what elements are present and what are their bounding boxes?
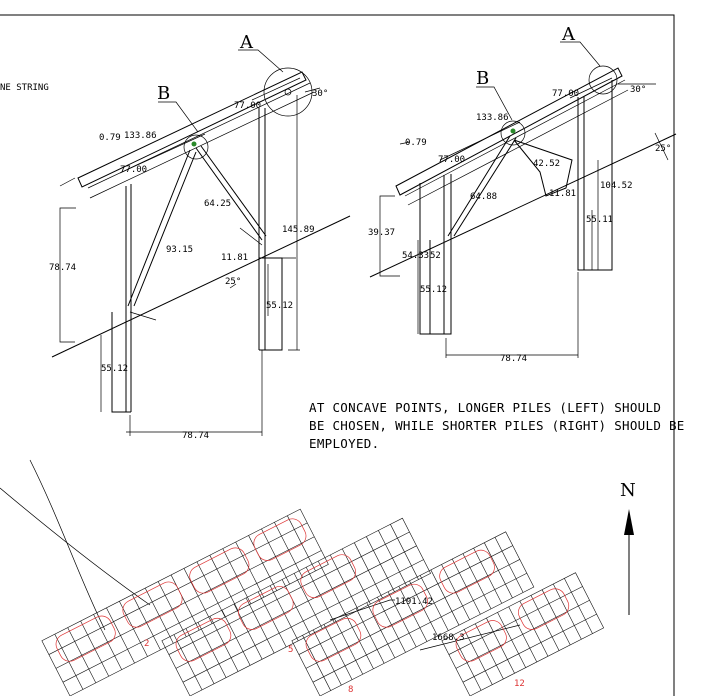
array-label-8: 8 <box>348 685 353 695</box>
array-label-2: 2 <box>144 639 149 649</box>
right-dim-pile-embed-b: 52 <box>430 251 441 261</box>
note-line-1: AT CONCAVE POINTS, LONGER PILES (LEFT) S… <box>309 400 661 415</box>
left-dim-brace-short: 64.25 <box>204 199 231 209</box>
left-detail-b-circle <box>183 134 209 160</box>
right-dim-angle-top: 30° <box>630 85 646 95</box>
left-label-a: A <box>239 32 254 53</box>
right-dim-brace-b: 64.88 <box>470 192 497 202</box>
right-dim-pile-embed-front: 55.12 <box>420 285 447 295</box>
right-dim-pile-embed-a: 54.33 <box>402 251 429 261</box>
left-dim-rear-height: 145.89 <box>282 225 315 235</box>
left-front-post <box>125 184 132 412</box>
left-dim-purlin-lower: 77.00 <box>120 165 147 175</box>
right-dim-purlin-lower: 77.00 <box>438 155 465 165</box>
north-arrow-head-icon <box>624 509 634 535</box>
array-label-5: 5 <box>288 645 293 655</box>
left-green-bolt <box>191 141 197 147</box>
right-leader-a <box>560 41 601 67</box>
right-leader-b <box>476 86 513 121</box>
site-dim-lower: 1668.3 <box>432 633 465 643</box>
left-leader-a <box>238 49 284 73</box>
sheet-border <box>0 14 675 696</box>
right-dim-panel-length: 133.86 <box>476 113 509 123</box>
pv-array-1 <box>41 508 329 696</box>
left-dim-angle-top: 30° <box>312 89 328 99</box>
pv-array-3 <box>291 531 535 696</box>
left-panel-rail <box>89 91 315 199</box>
site-dim-upper: 1191.42 <box>395 597 433 607</box>
left-dim-lines <box>59 77 321 436</box>
left-detail-a-point <box>284 88 292 96</box>
design-note: AT CONCAVE POINTS, LONGER PILES (LEFT) S… <box>309 400 685 451</box>
left-rear-pile <box>259 257 283 351</box>
right-frame-section: A B 0.79 133.86 77.00 77.00 30° 25° 42.5… <box>368 24 677 364</box>
left-dim-ground-angle: 25° <box>225 277 241 287</box>
left-brace-lower <box>129 311 157 321</box>
left-dim-pile-embed-left: 55.12 <box>101 364 128 374</box>
right-rear-post <box>577 80 613 271</box>
left-label-b: B <box>157 83 170 104</box>
right-dim-overhang: 0.79 <box>405 138 427 148</box>
right-dim-purlin-upper: 77.00 <box>552 89 579 99</box>
array-label-12: 12 <box>514 679 525 689</box>
right-dim-pile-embed-rear: 55.11 <box>586 215 613 225</box>
right-brace-secondary <box>513 139 573 197</box>
left-brace-long <box>127 149 197 307</box>
right-dim-lines <box>379 77 669 358</box>
site-plan: 1191.42 1668.3 2 5 8 12 <box>0 459 605 696</box>
site-dim-line-upper <box>329 599 395 621</box>
left-dim-purlin-upper: 77.00 <box>234 101 261 111</box>
right-detail-a-circle <box>588 65 618 95</box>
left-front-pile <box>111 312 131 413</box>
terrain-curve-2 <box>29 459 106 631</box>
left-dim-front-height: 78.74 <box>49 263 76 273</box>
north-arrow: N <box>620 480 636 615</box>
left-frame-section: A B 0.79 133.86 77.00 77.00 30° 64.25 93… <box>49 32 351 441</box>
left-panel-outline <box>77 71 307 188</box>
left-dim-brace-long: 93.15 <box>166 245 193 255</box>
north-label: N <box>620 480 636 501</box>
right-dim-angle-ground: 25° <box>655 144 671 154</box>
left-leader-b <box>158 101 199 133</box>
terrain-curve-1 <box>0 487 151 606</box>
left-dim-pile-embed-right: 55.12 <box>266 301 293 311</box>
right-dim-brace-a: 42.52 <box>533 159 560 169</box>
left-detail-a-circle <box>263 67 313 117</box>
right-dim-pile-spacing: 78.74 <box>500 354 527 364</box>
string-label: NE STRING <box>0 83 49 93</box>
left-rear-post <box>258 108 266 350</box>
right-panel-outline <box>395 67 623 196</box>
right-label-a: A <box>561 24 576 45</box>
right-panel-inner <box>404 79 626 197</box>
left-dim-panel-length: 133.86 <box>124 131 157 141</box>
right-panel-rail <box>407 89 629 206</box>
note-line-3: EMPLOYED. <box>309 436 379 451</box>
right-detail-b-circle <box>500 120 526 146</box>
right-front-post <box>419 174 452 335</box>
right-label-b: B <box>476 68 489 89</box>
right-dim-small-offset: 11.81 <box>549 189 576 199</box>
right-dim-rear-height: 104.52 <box>600 181 633 191</box>
left-ground-line <box>51 215 351 358</box>
pv-array-4 <box>441 572 605 696</box>
right-brace-main <box>447 135 517 237</box>
left-dim-overhang: 0.79 <box>99 133 121 143</box>
pv-array-2 <box>161 517 431 696</box>
left-dim-small-offset: 11.81 <box>221 253 248 263</box>
right-dim-front-height: 39.37 <box>368 228 395 238</box>
left-dim-pile-spacing: 78.74 <box>182 431 209 441</box>
right-ground-line <box>369 133 677 278</box>
right-green-bolt <box>510 128 516 134</box>
note-line-2: BE CHOSEN, WHILE SHORTER PILES (RIGHT) S… <box>309 418 685 433</box>
left-brace-short <box>195 145 267 241</box>
